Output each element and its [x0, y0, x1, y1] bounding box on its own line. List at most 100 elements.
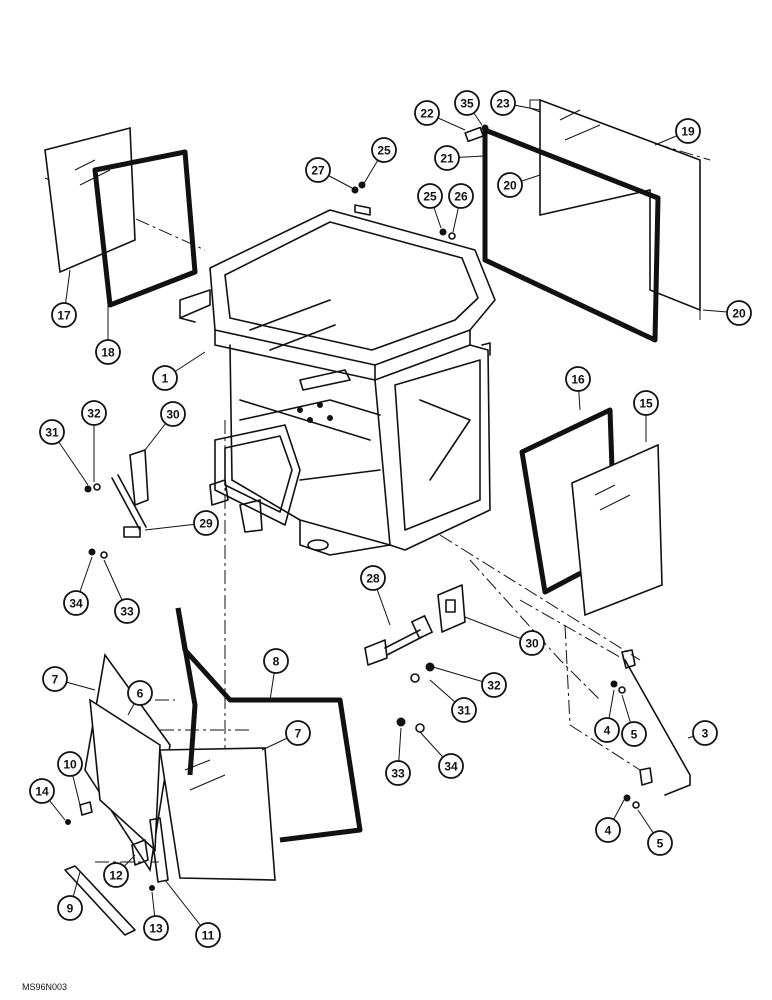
callout-number: 33 — [120, 605, 134, 619]
callout-number: 31 — [457, 704, 471, 718]
callout-number: 29 — [199, 517, 213, 531]
callout-circle — [497, 172, 523, 198]
callout-circle — [414, 100, 440, 126]
callout-number: 30 — [525, 637, 539, 651]
callout-3: 3 — [692, 720, 718, 746]
callout-circle — [448, 183, 474, 209]
callout-layer: 1344556778910111213141516171819202021222… — [29, 90, 752, 948]
callout-8: 8 — [263, 648, 289, 674]
callout-14: 14 — [29, 778, 55, 804]
callout-5: 5 — [647, 830, 673, 856]
callout-circle — [42, 666, 68, 692]
callout-circle — [595, 817, 621, 843]
latch-striker-plate — [437, 584, 466, 633]
callout-circle — [565, 366, 591, 392]
callout-17: 17 — [51, 302, 77, 328]
window-stay — [621, 649, 691, 796]
callout-number: 32 — [487, 679, 501, 693]
callout-circle — [29, 778, 55, 804]
callout-26: 26 — [448, 183, 474, 209]
callout-circle — [675, 118, 701, 144]
callout-circle — [51, 302, 77, 328]
callout-12: 12 — [103, 862, 129, 888]
callout-circle — [594, 717, 620, 743]
callout-number: 1 — [162, 372, 169, 386]
callout-circle — [193, 510, 219, 536]
callout-circle — [360, 565, 386, 591]
callout-number: 18 — [101, 346, 115, 360]
callout-circle — [81, 400, 107, 426]
callout-circle — [371, 137, 397, 163]
callout-circle — [285, 720, 311, 746]
callout-27: 27 — [305, 157, 331, 183]
callout-circle — [451, 697, 477, 723]
callout-number: 15 — [639, 397, 653, 411]
callout-number: 34 — [69, 597, 83, 611]
callout-6: 6 — [127, 680, 153, 706]
callout-25: 25 — [417, 183, 443, 209]
callout-circle — [519, 630, 545, 656]
callout-number: 35 — [460, 97, 474, 111]
callout-circle — [385, 760, 411, 786]
callout-25: 25 — [371, 137, 397, 163]
callout-23: 23 — [490, 90, 516, 116]
callout-22: 22 — [414, 100, 440, 126]
callout-circle — [114, 598, 140, 624]
callout-number: 28 — [366, 572, 380, 586]
callout-circle — [195, 922, 221, 948]
callout-circle — [95, 339, 121, 365]
callout-33: 33 — [114, 598, 140, 624]
callout-number: 5 — [657, 837, 664, 851]
callout-16: 16 — [565, 366, 591, 392]
callout-number: 27 — [311, 164, 325, 178]
callout-number: 20 — [503, 179, 517, 193]
callout-number: 7 — [295, 727, 302, 741]
callout-10: 10 — [57, 751, 83, 777]
callout-28: 28 — [360, 565, 386, 591]
callout-circle — [481, 672, 507, 698]
callout-13: 13 — [143, 915, 169, 941]
callout-number: 8 — [273, 655, 280, 669]
callout-number: 23 — [496, 97, 510, 111]
callout-number: 4 — [605, 824, 612, 838]
callout-number: 17 — [57, 309, 71, 323]
rear-window-glass — [44, 126, 136, 274]
side-window-glass — [571, 443, 663, 617]
callout-circle — [490, 90, 516, 116]
callout-circle — [263, 648, 289, 674]
rear-window-seal — [92, 149, 198, 308]
callout-number: 32 — [87, 407, 101, 421]
callout-35: 35 — [454, 90, 480, 116]
windshield-seal — [175, 607, 363, 843]
callout-9: 9 — [57, 895, 83, 921]
callout-29: 29 — [193, 510, 219, 536]
callout-number: 9 — [67, 902, 74, 916]
callout-21: 21 — [434, 145, 460, 171]
roof-fasteners — [351, 181, 456, 240]
callout-number: 30 — [166, 408, 180, 422]
callout-5: 5 — [621, 721, 647, 747]
callout-circle — [621, 721, 647, 747]
callout-number: 26 — [454, 190, 468, 204]
callout-19: 19 — [675, 118, 701, 144]
callout-number: 16 — [571, 373, 585, 387]
callout-circle — [454, 90, 480, 116]
callout-11: 11 — [195, 922, 221, 948]
callout-31: 31 — [451, 697, 477, 723]
callout-number: 22 — [420, 107, 434, 121]
wiper-assembly — [84, 449, 149, 559]
callout-number: 10 — [63, 758, 77, 772]
door-hinge-pin — [464, 124, 489, 143]
callout-circle — [438, 753, 464, 779]
callout-number: 19 — [681, 125, 695, 139]
callout-circle — [434, 145, 460, 171]
callout-circle — [57, 895, 83, 921]
callout-33: 33 — [385, 760, 411, 786]
callout-30: 30 — [519, 630, 545, 656]
callout-31: 31 — [39, 419, 65, 445]
callout-circle — [417, 183, 443, 209]
callout-number: 6 — [137, 687, 144, 701]
callout-number: 7 — [52, 673, 59, 687]
callout-circle — [726, 300, 752, 326]
